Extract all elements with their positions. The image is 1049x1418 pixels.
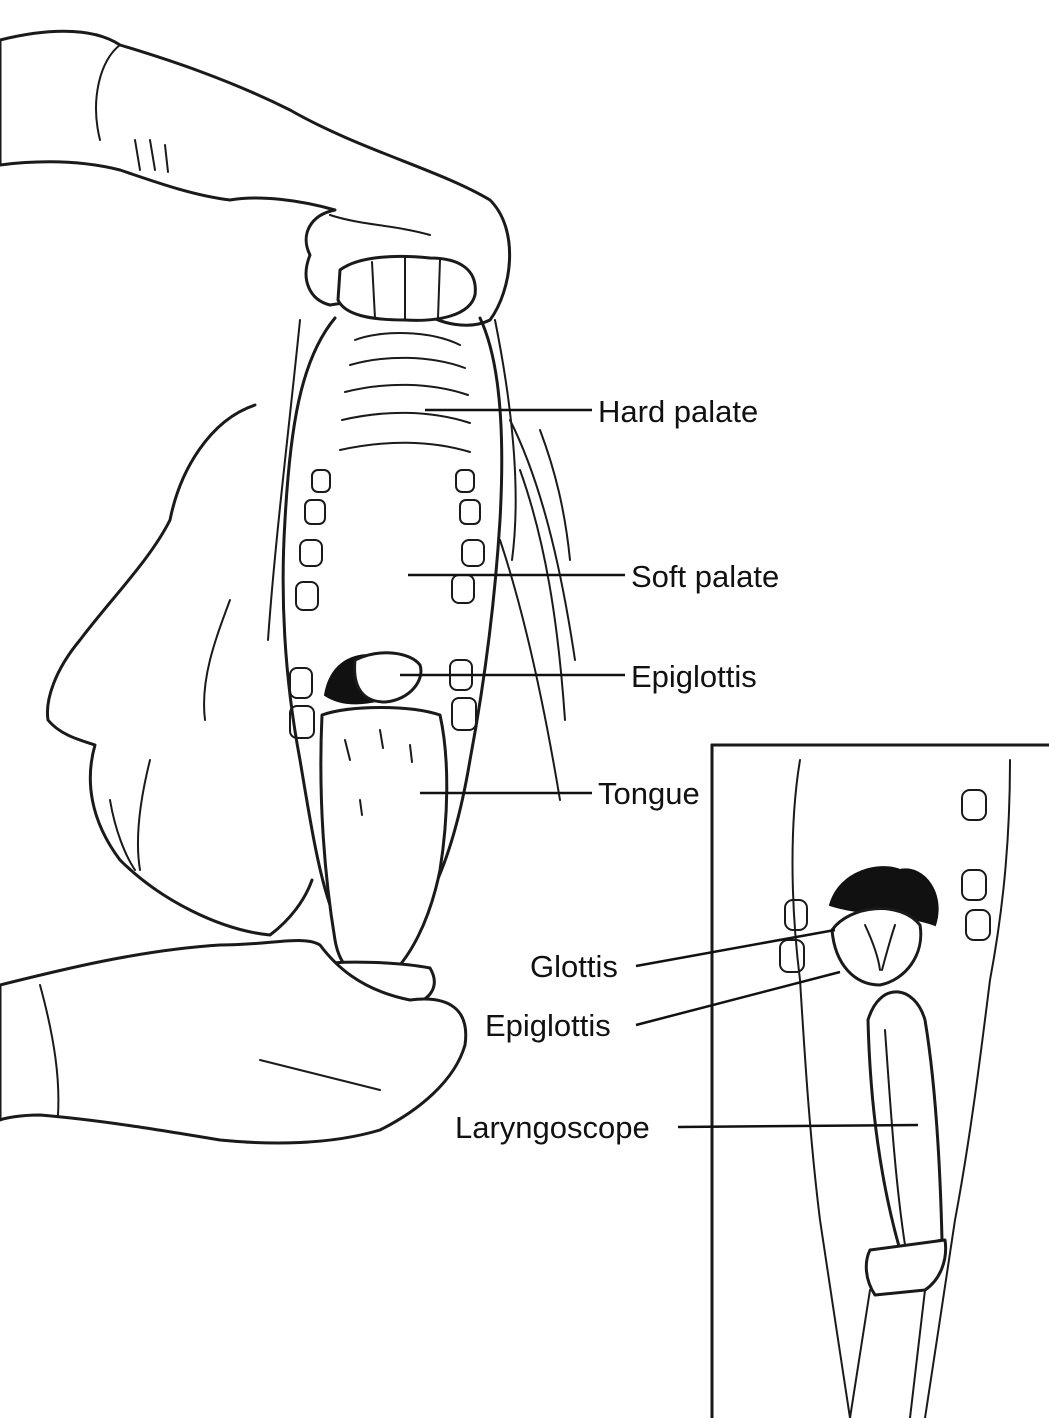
label-hard-palate: Hard palate — [596, 396, 760, 427]
animal-head-outline — [47, 405, 312, 935]
oral-cavity — [268, 318, 516, 1006]
leader-epiglottis-inset — [636, 972, 840, 1025]
label-epiglottis-inset: Epiglottis — [483, 1010, 613, 1041]
upper-incisors — [338, 256, 475, 320]
label-laryngoscope: Laryngoscope — [453, 1112, 652, 1143]
label-soft-palate: Soft palate — [629, 561, 781, 592]
inset-laryngoscope-view — [712, 745, 1049, 1418]
label-epiglottis-main: Epiglottis — [629, 661, 759, 692]
label-leader-lines — [400, 410, 918, 1127]
label-glottis: Glottis — [528, 951, 620, 982]
leader-glottis — [636, 930, 835, 966]
fur-strokes — [500, 420, 575, 800]
label-tongue: Tongue — [596, 778, 702, 809]
